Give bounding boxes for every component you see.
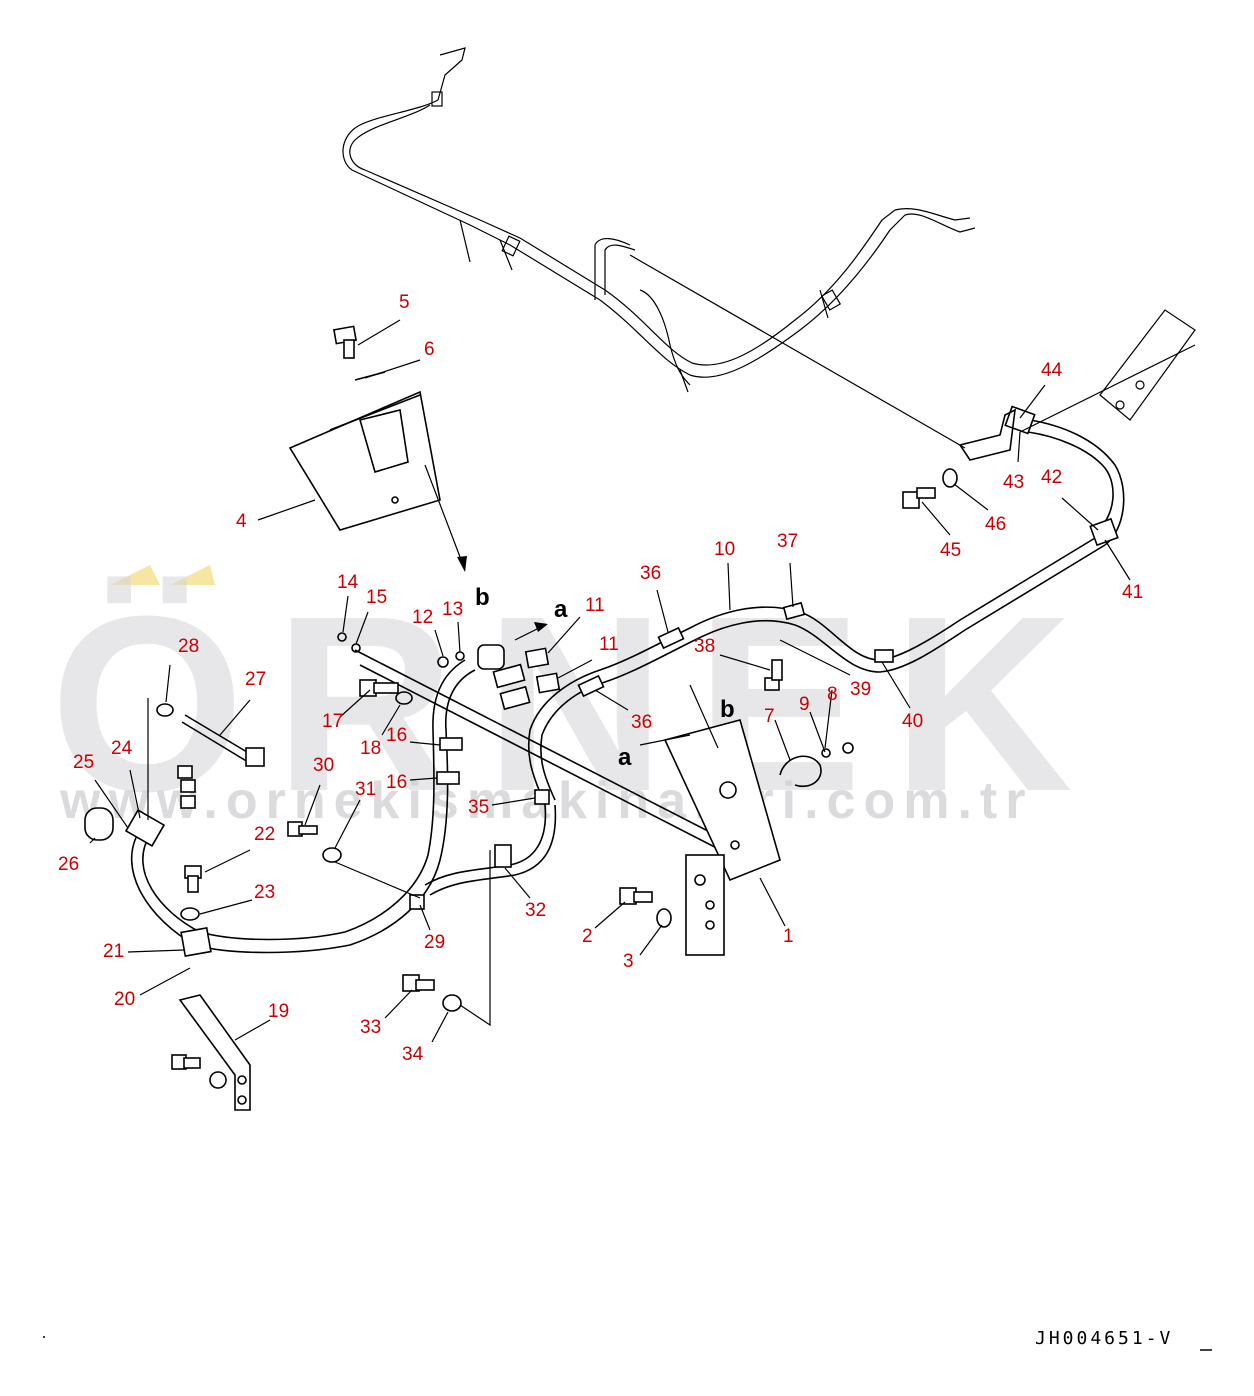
callout-36-b: 36 bbox=[631, 712, 652, 733]
corner-dot bbox=[43, 1336, 45, 1338]
callout-45: 45 bbox=[940, 540, 961, 561]
callout-16-b: 16 bbox=[386, 772, 407, 793]
callout-2: 2 bbox=[582, 926, 593, 947]
callout-11-a: 11 bbox=[585, 595, 605, 616]
watermark-umlaut-right bbox=[170, 565, 215, 585]
view-letter-b-top: b bbox=[475, 584, 490, 611]
bracket-19 bbox=[178, 994, 251, 1111]
callout-23: 23 bbox=[254, 882, 275, 903]
callout-4: 4 bbox=[236, 511, 247, 532]
callout-42: 42 bbox=[1041, 467, 1062, 488]
callout-25: 25 bbox=[73, 752, 94, 773]
callout-18: 18 bbox=[360, 738, 381, 759]
callout-37: 37 bbox=[777, 531, 798, 552]
watermark-brand: ÖRNEK bbox=[50, 564, 1103, 843]
callout-32: 32 bbox=[525, 900, 546, 921]
callout-29: 29 bbox=[424, 932, 445, 953]
callout-14: 14 bbox=[337, 572, 359, 593]
watermark-umlaut-left bbox=[110, 565, 160, 585]
callout-21: 21 bbox=[103, 941, 124, 962]
callout-22: 22 bbox=[254, 824, 275, 845]
callout-41: 41 bbox=[1122, 582, 1143, 603]
callout-19: 19 bbox=[268, 1001, 289, 1022]
callout-6: 6 bbox=[424, 339, 435, 360]
upper-harness-ghost bbox=[342, 47, 976, 393]
callout-13: 13 bbox=[442, 599, 463, 620]
callout-20: 20 bbox=[114, 989, 135, 1010]
cover-4 bbox=[288, 390, 441, 531]
clamps bbox=[124, 405, 1119, 958]
callout-24: 24 bbox=[111, 738, 133, 759]
callout-11-b: 11 bbox=[599, 634, 619, 655]
callout-44: 44 bbox=[1041, 360, 1063, 381]
bracket-44 bbox=[958, 408, 1016, 461]
view-letter-a-mid: a bbox=[618, 744, 632, 771]
callout-26: 26 bbox=[58, 854, 79, 875]
right-plate-ghost bbox=[1019, 309, 1196, 433]
callout-46: 46 bbox=[985, 514, 1006, 535]
callout-1: 1 bbox=[783, 926, 794, 947]
callout-33: 33 bbox=[360, 1017, 381, 1038]
callout-27: 27 bbox=[245, 669, 266, 690]
callout-5: 5 bbox=[399, 292, 410, 313]
callout-40: 40 bbox=[902, 711, 923, 732]
callout-10: 10 bbox=[714, 539, 735, 560]
bracket-1 bbox=[663, 719, 781, 956]
callout-35: 35 bbox=[468, 797, 489, 818]
callout-8: 8 bbox=[827, 684, 838, 705]
callout-34: 34 bbox=[402, 1044, 424, 1065]
leader-lines bbox=[89, 319, 1131, 1043]
reference-line bbox=[629, 254, 966, 449]
callout-38: 38 bbox=[694, 636, 715, 657]
callout-15: 15 bbox=[366, 587, 387, 608]
view-arrows bbox=[424, 464, 719, 749]
view-letter-b-mid: b bbox=[720, 696, 735, 723]
callout-9: 9 bbox=[799, 694, 810, 715]
drawing-code: JH004651-V bbox=[1035, 1328, 1173, 1349]
part-callouts: 1 2 3 4 5 6 7 8 9 10 11 11 12 13 14 15 1… bbox=[58, 292, 1143, 1065]
callout-3: 3 bbox=[623, 951, 634, 972]
view-letter-a-top: a bbox=[554, 596, 568, 623]
frame-tube bbox=[354, 649, 746, 861]
watermark: ÖRNEK www.ornekismakinalari.com.tr bbox=[50, 564, 1103, 843]
callout-7: 7 bbox=[764, 706, 775, 727]
callout-30: 30 bbox=[313, 755, 334, 776]
callout-36-a: 36 bbox=[640, 563, 661, 584]
callout-28: 28 bbox=[178, 636, 199, 657]
callout-43: 43 bbox=[1003, 472, 1024, 493]
callout-31: 31 bbox=[355, 779, 376, 800]
callout-39: 39 bbox=[850, 679, 871, 700]
callout-17: 17 bbox=[322, 711, 343, 732]
connector-assembly bbox=[477, 644, 561, 711]
callout-12: 12 bbox=[412, 607, 433, 628]
callout-16-a: 16 bbox=[386, 725, 407, 746]
